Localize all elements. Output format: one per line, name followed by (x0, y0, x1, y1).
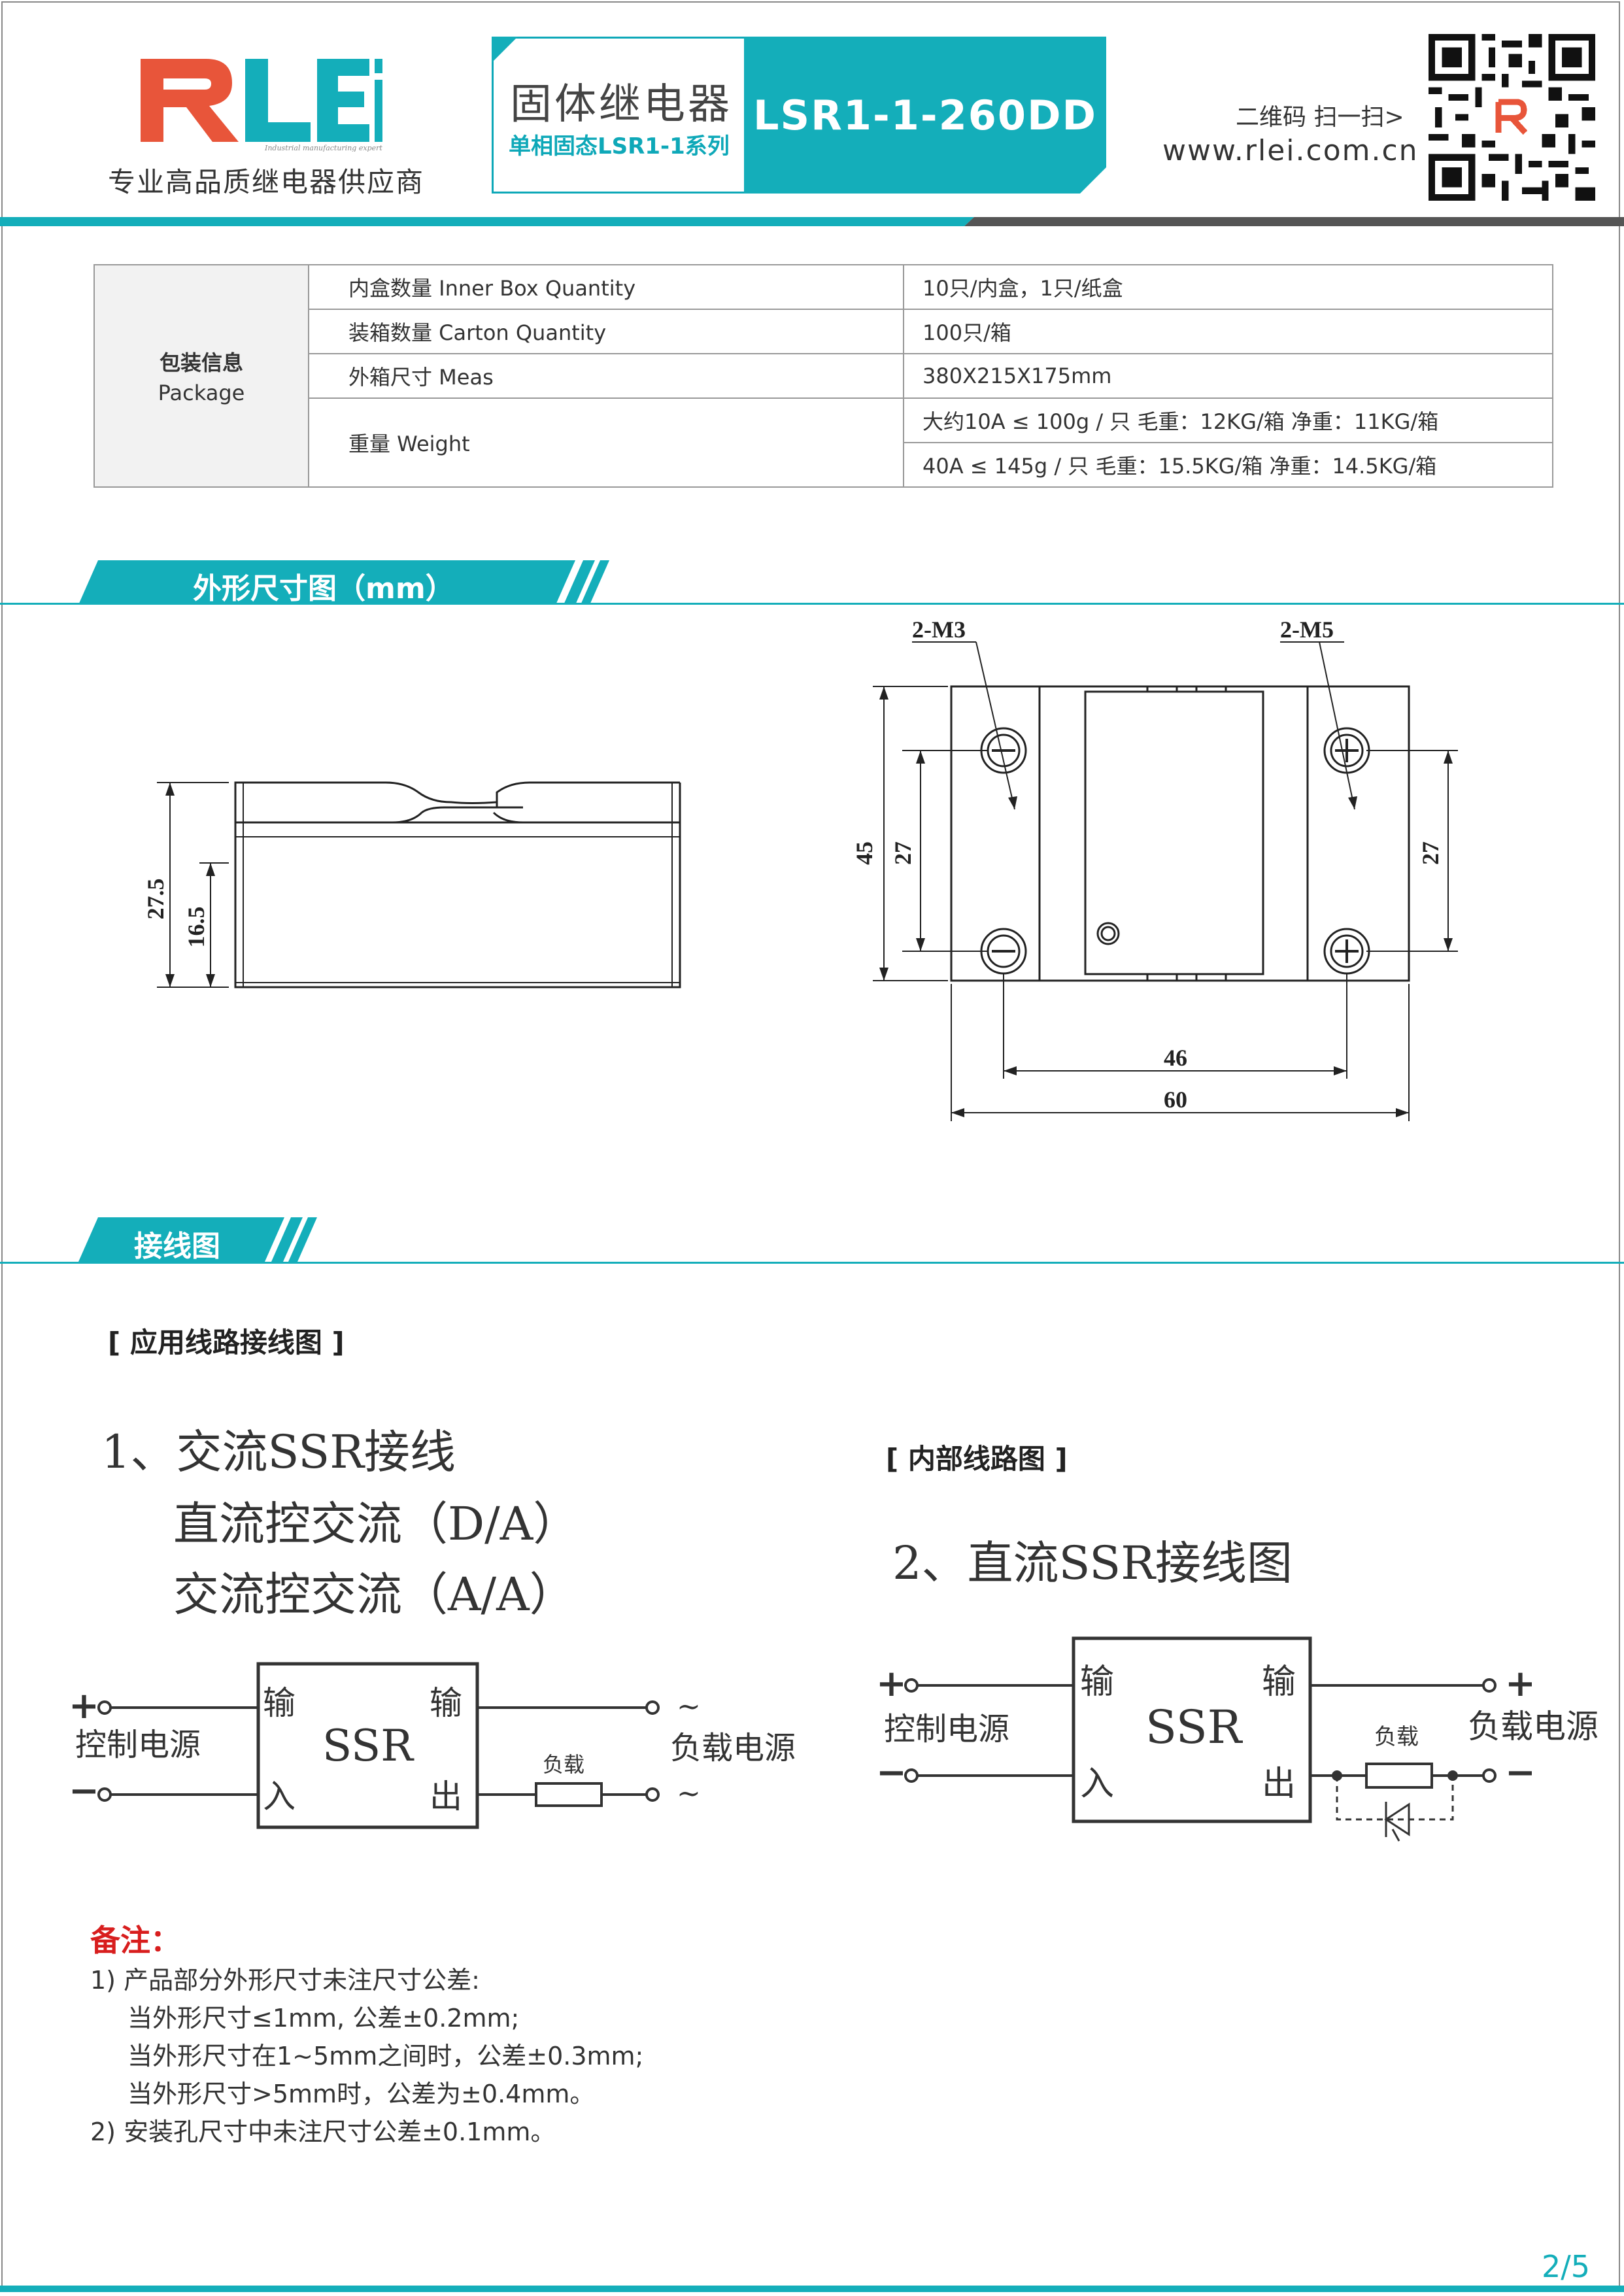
section-tab (78, 1217, 317, 1262)
output-label-bottom: 出 (430, 1778, 462, 1815)
side-view-drawing: 27.5 16.5 (143, 781, 681, 988)
input-label-top: 输 (1080, 1663, 1114, 1702)
note-line: 1) 产品部分外形尺寸未注尺寸公差: (90, 1966, 480, 1995)
app-wiring-heading: [ 应用线路接线图 ] (108, 1326, 345, 1359)
row-value: 大约10A ≤ 100g / 只 毛重：12KG/箱 净重：11KG/箱 (903, 397, 1553, 443)
dim-27-5: 27.5 (143, 879, 169, 920)
package-table: 包装信息 Package 内盒数量 Inner Box Quantity 10只… (93, 264, 1553, 488)
rlei-logo: Industrial manufacturing expert (141, 59, 382, 152)
model-number: LSR1-1-260DD (753, 91, 1097, 139)
ac-ssr-wiring-diagram: + − 控制电源 输 入 输 出 SSR 负载 负载电源 ~ ~ (69, 1662, 796, 1829)
section-tab (78, 560, 609, 605)
section-rule (0, 1262, 1624, 1264)
plus-label-out: + (1505, 1662, 1536, 1705)
ac-symbol-top: ~ (677, 1690, 701, 1723)
row-value: 40A ≤ 145g / 只 毛重：15.5KG/箱 净重：14.5KG/箱 (903, 442, 1553, 488)
row-label: 重量 Weight (308, 397, 904, 488)
plus-label: + (876, 1662, 907, 1705)
wiring-section-title: 接线图 (134, 1230, 220, 1263)
internal-circuit-heading: [ 内部线路图 ] (886, 1443, 1068, 1475)
minus-label: − (876, 1751, 907, 1794)
dc-ssr-title: 2、直流SSR接线图 (892, 1536, 1293, 1590)
logo-slogan: Industrial manufacturing expert (264, 144, 382, 152)
row-label: 内盒数量 Inner Box Quantity (308, 264, 904, 310)
website-link[interactable]: www.rlei.com.cn (1162, 134, 1419, 167)
dim-16-5: 16.5 (183, 907, 209, 948)
input-label-top: 输 (263, 1684, 296, 1722)
footer-rule (0, 2286, 1624, 2292)
series-subtitle: 单相固态LSR1-1系列 (509, 133, 730, 160)
title-corner-notch (492, 37, 518, 63)
row-label: 装箱数量 Carton Quantity (308, 309, 904, 354)
note-line: 2) 安装孔尺寸中未注尺寸公差±0.1mm。 (90, 2118, 556, 2146)
dim-27-right: 27 (1417, 841, 1444, 865)
output-label-bottom: 出 (1262, 1764, 1296, 1804)
dim-45: 45 (851, 841, 877, 865)
model-corner-notch (1080, 167, 1106, 194)
minus-label-out: − (1505, 1751, 1536, 1794)
ac-ssr-title: 1、交流SSR接线 (101, 1425, 456, 1479)
note-line: 当外形尺寸在1~5mm之间时，公差±0.3mm; (127, 2042, 644, 2070)
top-view-drawing: 2-M3 2-M5 45 27 27 46 60 (851, 616, 1458, 1121)
table-row: 装箱数量 Carton Quantity 100只/箱 (94, 309, 1553, 354)
dimensions-section-title: 外形尺寸图（mm） (193, 572, 454, 605)
ssr-label: SSR (322, 1721, 414, 1771)
ac-symbol-bottom: ~ (677, 1777, 701, 1810)
package-group-cell: 包装信息 Package (93, 264, 309, 488)
table-row: 40A ≤ 145g / 只 毛重：15.5KG/箱 净重：14.5KG/箱 (94, 442, 1553, 488)
package-label-en: Package (158, 380, 245, 405)
row-value: 100只/箱 (903, 309, 1553, 354)
model-band (744, 37, 1106, 194)
load-power-label: 负载电源 (1468, 1708, 1599, 1746)
section-rule (0, 603, 1624, 605)
header-divider (0, 217, 1624, 226)
screw-m5-label: 2-M5 (1280, 616, 1334, 643)
tagline: 专业高品质继电器供应商 (108, 166, 425, 198)
dim-46: 46 (1164, 1045, 1187, 1071)
row-label: 外箱尺寸 Meas (308, 353, 904, 399)
notes-title: 备注： (90, 1923, 180, 1958)
load-label: 负载 (543, 1752, 584, 1777)
dim-60: 60 (1164, 1087, 1187, 1113)
table-row: 重量 Weight 大约10A ≤ 100g / 只 毛重：12KG/箱 净重：… (94, 397, 1553, 488)
control-power-label: 控制电源 (884, 1711, 1009, 1747)
ac-ssr-ac-control: 交流控交流（A/A） (173, 1568, 575, 1621)
note-line: 当外形尺寸>5mm时，公差为±0.4mm。 (127, 2080, 595, 2108)
plus-label: + (69, 1684, 99, 1727)
input-label-bottom: 入 (1080, 1764, 1114, 1804)
screw-m3-label: 2-M3 (912, 616, 966, 643)
ac-ssr-dc-control: 直流控交流（D/A） (173, 1497, 579, 1551)
page-number: 2/5 (1542, 2249, 1591, 2284)
table-row: 外箱尺寸 Meas 380X215X175mm (94, 353, 1553, 399)
product-category-title: 固体继电器 (510, 80, 732, 129)
table-row: 包装信息 Package 内盒数量 Inner Box Quantity 10只… (93, 264, 1553, 488)
minus-label: − (69, 1769, 99, 1812)
dc-ssr-wiring-diagram: + − 控制电源 输 入 输 出 SSR 负载 负载电源 + − (876, 1636, 1599, 1842)
output-label-top: 输 (1262, 1663, 1296, 1702)
row-value: 380X215X175mm (903, 353, 1553, 399)
qr-code[interactable] (1429, 34, 1595, 201)
control-power-label: 控制电源 (75, 1727, 201, 1763)
qr-label: 二维码 扫一扫> (1236, 104, 1404, 131)
input-label-bottom: 入 (263, 1778, 296, 1815)
load-label: 负载 (1374, 1724, 1419, 1750)
output-label-top: 输 (430, 1684, 462, 1722)
note-line: 当外形尺寸≤1mm, 公差±0.2mm; (127, 2004, 520, 2033)
load-power-label: 负载电源 (670, 1730, 796, 1766)
dim-27-left: 27 (890, 841, 916, 865)
ssr-label: SSR (1145, 1700, 1243, 1754)
package-label-cn: 包装信息 (159, 350, 243, 375)
row-value: 10只/内盒，1只/纸盒 (903, 264, 1553, 310)
